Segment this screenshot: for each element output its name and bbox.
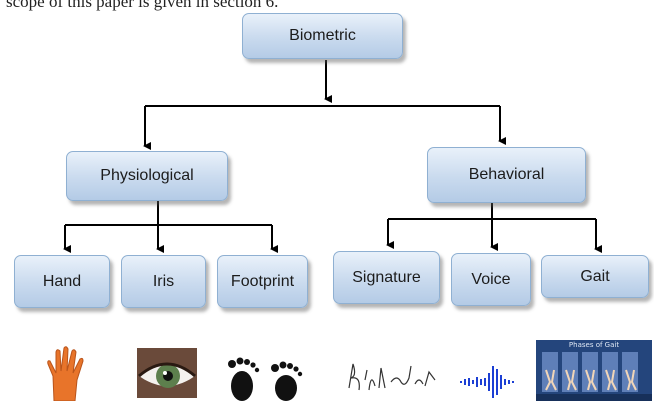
node-hand: Hand — [14, 255, 110, 308]
node-signature: Signature — [333, 251, 440, 304]
node-gait: Gait — [541, 255, 649, 298]
node-biometric: Biometric — [242, 13, 403, 59]
signature-icon — [348, 363, 436, 391]
intro-text: scope of this paper is given in section … — [6, 0, 279, 11]
node-iris: Iris — [121, 255, 206, 308]
hand-icon — [47, 346, 84, 401]
node-physiological: Physiological — [66, 151, 228, 201]
node-footprint: Footprint — [217, 255, 308, 308]
gait-phases-icon: Phases of Gait — [536, 340, 652, 401]
eye-icon — [137, 348, 197, 398]
node-voice: Voice — [451, 253, 531, 306]
footprints-icon — [228, 357, 303, 401]
gait-image-title: Phases of Gait — [568, 341, 620, 349]
node-behavioral: Behavioral — [427, 147, 586, 203]
waveform-icon — [460, 366, 514, 398]
